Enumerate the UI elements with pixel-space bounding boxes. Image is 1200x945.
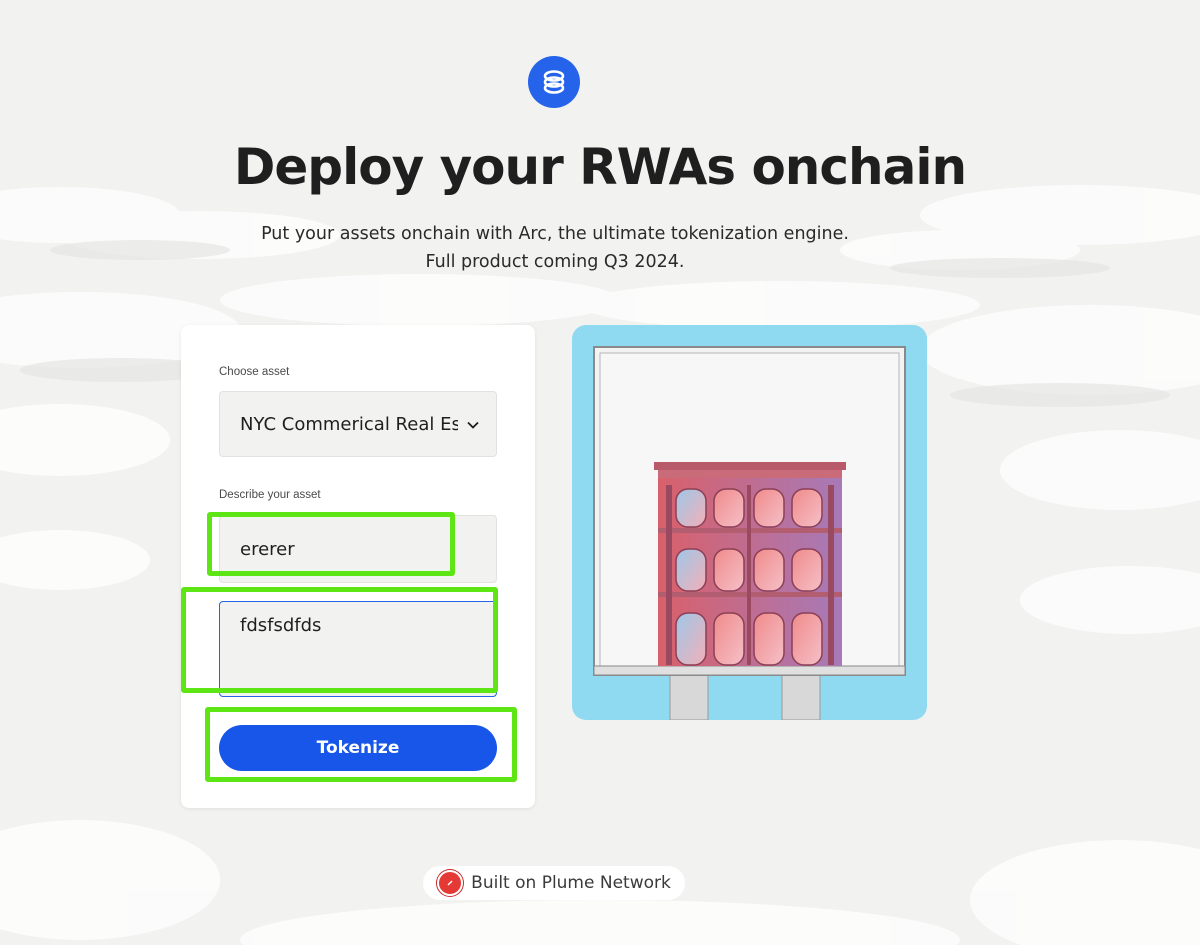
asset-preview-panel (572, 325, 927, 720)
asset-name-input[interactable] (219, 515, 497, 583)
subtitle-line-2: Full product coming Q3 2024. (425, 252, 685, 272)
describe-asset-label: Describe your asset (219, 489, 321, 501)
plume-icon (437, 870, 464, 896)
subtitle-line-1: Put your assets onchain with Arc, the ul… (261, 224, 849, 244)
built-on-plume-label: Built on Plume Network (471, 873, 671, 893)
chevron-down-icon (467, 421, 479, 429)
tokenize-form-card: Choose asset NYC Commerical Real Estate … (181, 325, 535, 808)
page-subtitle: Put your assets onchain with Arc, the ul… (0, 220, 1110, 276)
arc-logo (528, 56, 580, 108)
built-on-plume-badge[interactable]: Built on Plume Network (423, 866, 685, 900)
asset-select[interactable]: NYC Commerical Real Estate (219, 391, 497, 457)
billboard-building-illustration (593, 346, 906, 720)
asset-description-textarea[interactable]: fdsfsdfds (219, 601, 497, 697)
choose-asset-label: Choose asset (219, 366, 290, 378)
asset-select-value: NYC Commerical Real Estate (240, 413, 458, 435)
tokenize-button[interactable]: Tokenize (219, 725, 497, 771)
arc-logo-icon (543, 70, 565, 94)
page-title: Deploy your RWAs onchain (233, 138, 967, 196)
